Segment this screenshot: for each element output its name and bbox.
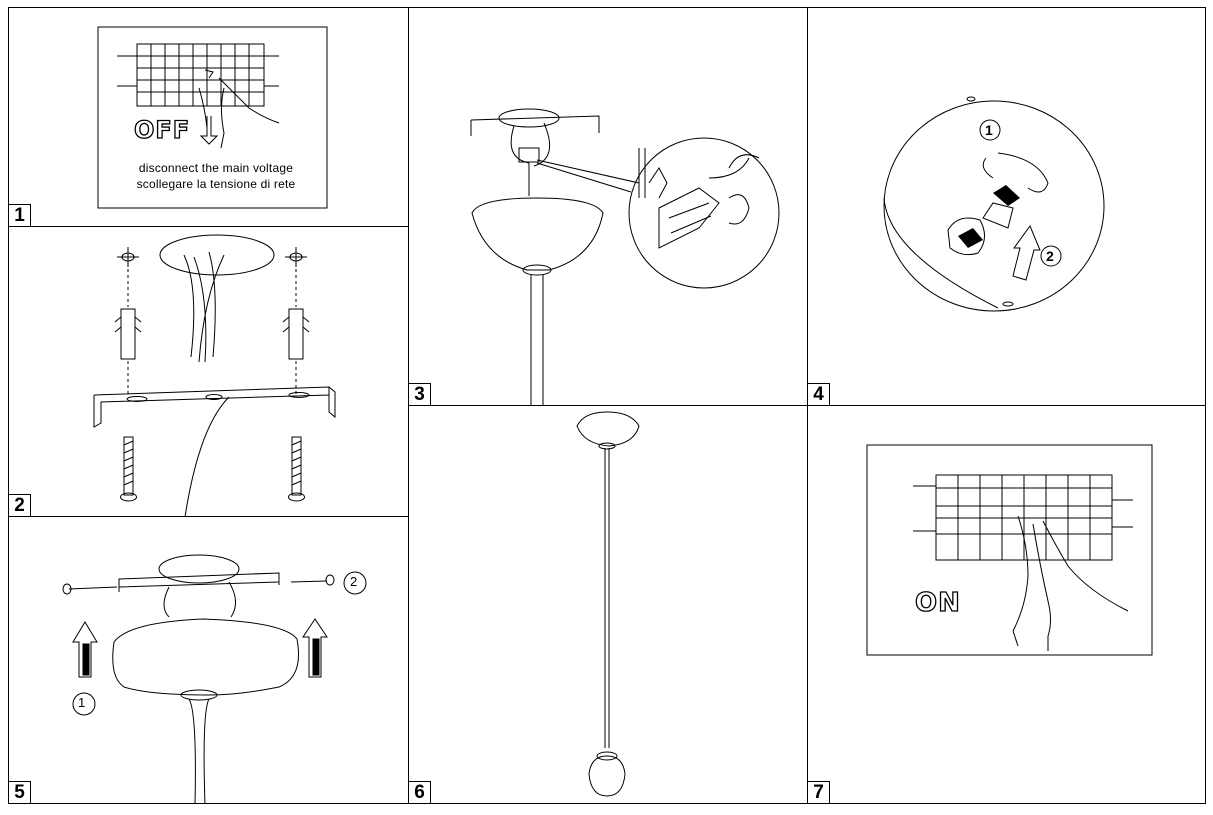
- shade-fixing-illustration: [62, 554, 367, 803]
- breaker-on-illustration: [866, 444, 1153, 656]
- caption-italian: scollegare la tensione di rete: [136, 177, 296, 191]
- step-1-panel: OFF disconnect the main voltage scollega…: [8, 7, 409, 227]
- step-number-4: 4: [808, 383, 830, 405]
- switch-state-off: OFF: [133, 115, 191, 144]
- step-5-panel: 1 2 5: [8, 516, 409, 804]
- bulb-installation-illustration: [883, 96, 1105, 312]
- step-number-7: 7: [808, 781, 830, 803]
- callout-1: 1: [985, 122, 993, 138]
- step-number-1: 1: [9, 204, 31, 226]
- step-number-2: 2: [9, 494, 31, 516]
- finished-pendant-illustration: [576, 411, 640, 797]
- step-number-6: 6: [409, 781, 431, 803]
- step-3-panel: 3: [408, 7, 808, 406]
- step-number-5: 5: [9, 781, 31, 803]
- breaker-off-illustration: [97, 26, 328, 209]
- step-4-panel: 1 2 4: [807, 7, 1206, 406]
- step-6-panel: 6: [408, 405, 808, 804]
- step-2-panel: 2: [8, 226, 409, 517]
- caption-english: disconnect the main voltage: [138, 161, 294, 175]
- callout-2: 2: [1046, 248, 1054, 264]
- bracket-mounting-illustration: [93, 234, 336, 516]
- step-number-3: 3: [409, 383, 431, 405]
- switch-state-on: ON: [914, 587, 961, 618]
- wiring-connection-illustration: [470, 108, 780, 405]
- callout-2: 2: [350, 574, 358, 589]
- step-7-panel: ON 7: [807, 405, 1206, 804]
- callout-1: 1: [78, 695, 86, 710]
